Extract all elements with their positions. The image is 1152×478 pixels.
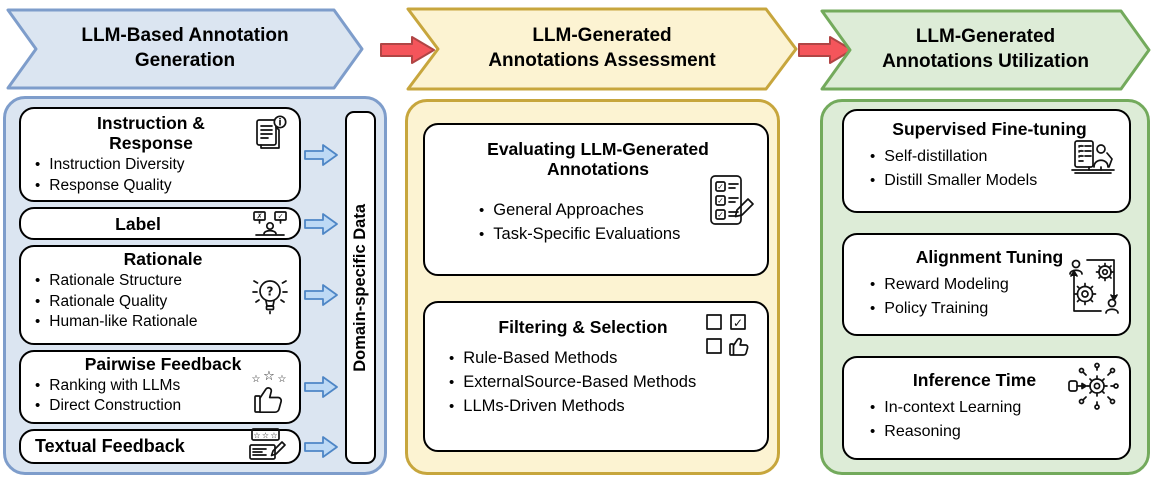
bullet-list: Rule-Based Methods ExternalSource-Based … (449, 347, 757, 419)
box-title: Inference Time (912, 370, 1037, 391)
box-label: Label ✗ ✓ (19, 207, 301, 241)
svg-text:✓: ✓ (717, 182, 724, 191)
bullet-item: LLMs-Driven Methods (449, 395, 757, 419)
bullet-item: Self-distillation (870, 145, 1121, 169)
box-title: Evaluating LLM-Generated Annotations (487, 139, 709, 180)
flow-arrow-generation-to-assessment (380, 36, 435, 64)
bullet-item: General Approaches (479, 199, 757, 223)
svg-text:✓: ✓ (733, 316, 743, 330)
stage-header-assessment: LLM-Generated Annotations Assessment (406, 7, 798, 91)
svg-text:✗: ✗ (257, 213, 263, 221)
bullet-list: Ranking with LLMs Direct Construction (35, 376, 291, 417)
svg-text:✓: ✓ (717, 196, 724, 205)
selection-squares-thumb-icon: ✓ (706, 314, 749, 356)
svg-text:✓: ✓ (717, 210, 724, 219)
monitor-checklist-person-icon: ✓ ✓ ✓ (1071, 140, 1115, 174)
network-hub-icon (1068, 362, 1119, 411)
chevron-banner-green (820, 9, 1151, 91)
box-instruction-response: Instruction & Response i Instruction (19, 107, 301, 203)
checklist-pencil-icon: ✓ ✓ ✓ (710, 175, 754, 225)
bullet-item: Policy Training (870, 297, 1121, 321)
svg-text:i: i (278, 117, 281, 128)
data-flow-arrow (304, 435, 338, 458)
stage-generation-panel: Instruction & Response i Instruction (3, 96, 387, 475)
svg-text:✓: ✓ (1077, 149, 1082, 156)
bullet-item: ExternalSource-Based Methods (449, 371, 757, 395)
bullet-item: Instruction Diversity (35, 155, 291, 175)
data-flow-arrow (304, 284, 338, 306)
svg-text:?: ? (267, 285, 274, 299)
bullet-item: Ranking with LLMs (35, 376, 291, 396)
lightbulb-question-icon: ? (252, 280, 288, 315)
bullet-list: General Approaches Task-Specific Evaluat… (479, 199, 757, 247)
bullet-item: Human-like Rationale (35, 312, 230, 332)
bullet-item: Reward Modeling (870, 273, 1121, 297)
box-rationale: Rationale ? Ration (19, 245, 301, 345)
stage-header-utilization: LLM-Generated Annotations Utilization (820, 9, 1151, 91)
box-filtering-selection: Filtering & Selection ✓ Rule-Based Metho… (423, 301, 769, 452)
svg-text:✓: ✓ (1077, 154, 1082, 161)
svg-text:✓: ✓ (1077, 144, 1082, 151)
stars-note-pencil-icon: ☆ ☆ ☆ (249, 428, 286, 461)
flow-arrow-assessment-to-utilization (798, 36, 853, 64)
bullet-item: Response Quality (35, 176, 291, 196)
bullet-item: Distill Smaller Models (870, 169, 1121, 193)
box-title: Rationale (123, 249, 203, 270)
bullet-item: Rationale Quality (35, 292, 230, 312)
svg-text:☆: ☆ (270, 431, 277, 440)
box-title: Alignment Tuning (915, 246, 1064, 267)
box-textual-feedback: Textual Feedback ☆ ☆ ☆ (19, 428, 301, 465)
bullet-item: Rationale Structure (35, 271, 230, 291)
bullet-item: Reasoning (870, 420, 1121, 444)
svg-text:☆: ☆ (253, 431, 260, 440)
bullet-item: Direct Construction (35, 396, 291, 416)
svg-text:☆: ☆ (263, 370, 275, 384)
thumbs-up-stars-icon: ☆ ☆ ☆ (252, 370, 287, 413)
bullet-list: In-context Learning Reasoning (870, 396, 1121, 444)
stage-utilization-panel: Supervised Fine-tuning ✓ ✓ ✓ (820, 99, 1150, 475)
bullet-item: Task-Specific Evaluations (479, 223, 757, 247)
box-title: Filtering & Selection (498, 317, 668, 337)
bullet-list: Rationale Structure Rationale Quality Hu… (35, 271, 230, 332)
data-flow-arrow (304, 376, 338, 398)
box-inference-time: Inference Time In-context Learning (842, 356, 1131, 461)
bullet-item: Rule-Based Methods (449, 347, 757, 371)
domain-specific-data-label: Domain-specific Data (351, 203, 369, 372)
stage-assessment-panel: Evaluating LLM-Generated Annotations ✓ ✓… (405, 99, 780, 475)
gears-people-cycle-icon (1069, 258, 1119, 314)
box-title: Instruction & Response (97, 113, 205, 154)
box-evaluating-annotations: Evaluating LLM-Generated Annotations ✓ ✓… (423, 123, 769, 276)
box-title: Label (115, 213, 161, 234)
box-supervised-fine-tuning: Supervised Fine-tuning ✓ ✓ ✓ (842, 109, 1131, 213)
bullet-item: In-context Learning (870, 396, 1121, 420)
box-title: Textual Feedback (35, 436, 185, 457)
bullet-list: Instruction Diversity Response Quality (35, 155, 291, 196)
chevron-banner-yellow (406, 7, 798, 91)
stage-header-generation-label: LLM-Based Annotation Generation (81, 25, 289, 71)
chevron-banner-blue (6, 8, 364, 90)
bullet-list: Reward Modeling Policy Training (870, 273, 1121, 321)
svg-text:☆: ☆ (252, 374, 261, 385)
svg-text:✓: ✓ (278, 213, 284, 221)
stage-header-generation: LLM-Based Annotation Generation (6, 8, 364, 90)
data-flow-arrow (304, 143, 338, 166)
domain-specific-data-bar: Domain-specific Data (345, 111, 376, 464)
box-title: Pairwise Feedback (84, 353, 242, 374)
stage-header-assessment-label: LLM-Generated Annotations Assessment (488, 25, 716, 71)
data-flow-arrow (304, 212, 338, 235)
box-title: Supervised Fine-tuning (892, 119, 1087, 139)
svg-text:☆: ☆ (262, 431, 269, 440)
box-pairwise-feedback: Pairwise Feedback ☆ ☆ ☆ Ranking with LLM… (19, 349, 301, 425)
annotator-checkboxes-icon: ✗ ✓ (253, 211, 287, 237)
svg-text:☆: ☆ (278, 374, 287, 385)
bullet-list: Self-distillation Distill Smaller Models (870, 145, 1121, 193)
document-info-icon: i (256, 115, 287, 149)
box-alignment-tuning: Alignment Tuning (842, 232, 1131, 337)
stage-header-utilization-label: LLM-Generated Annotations Utilization (882, 26, 1089, 72)
